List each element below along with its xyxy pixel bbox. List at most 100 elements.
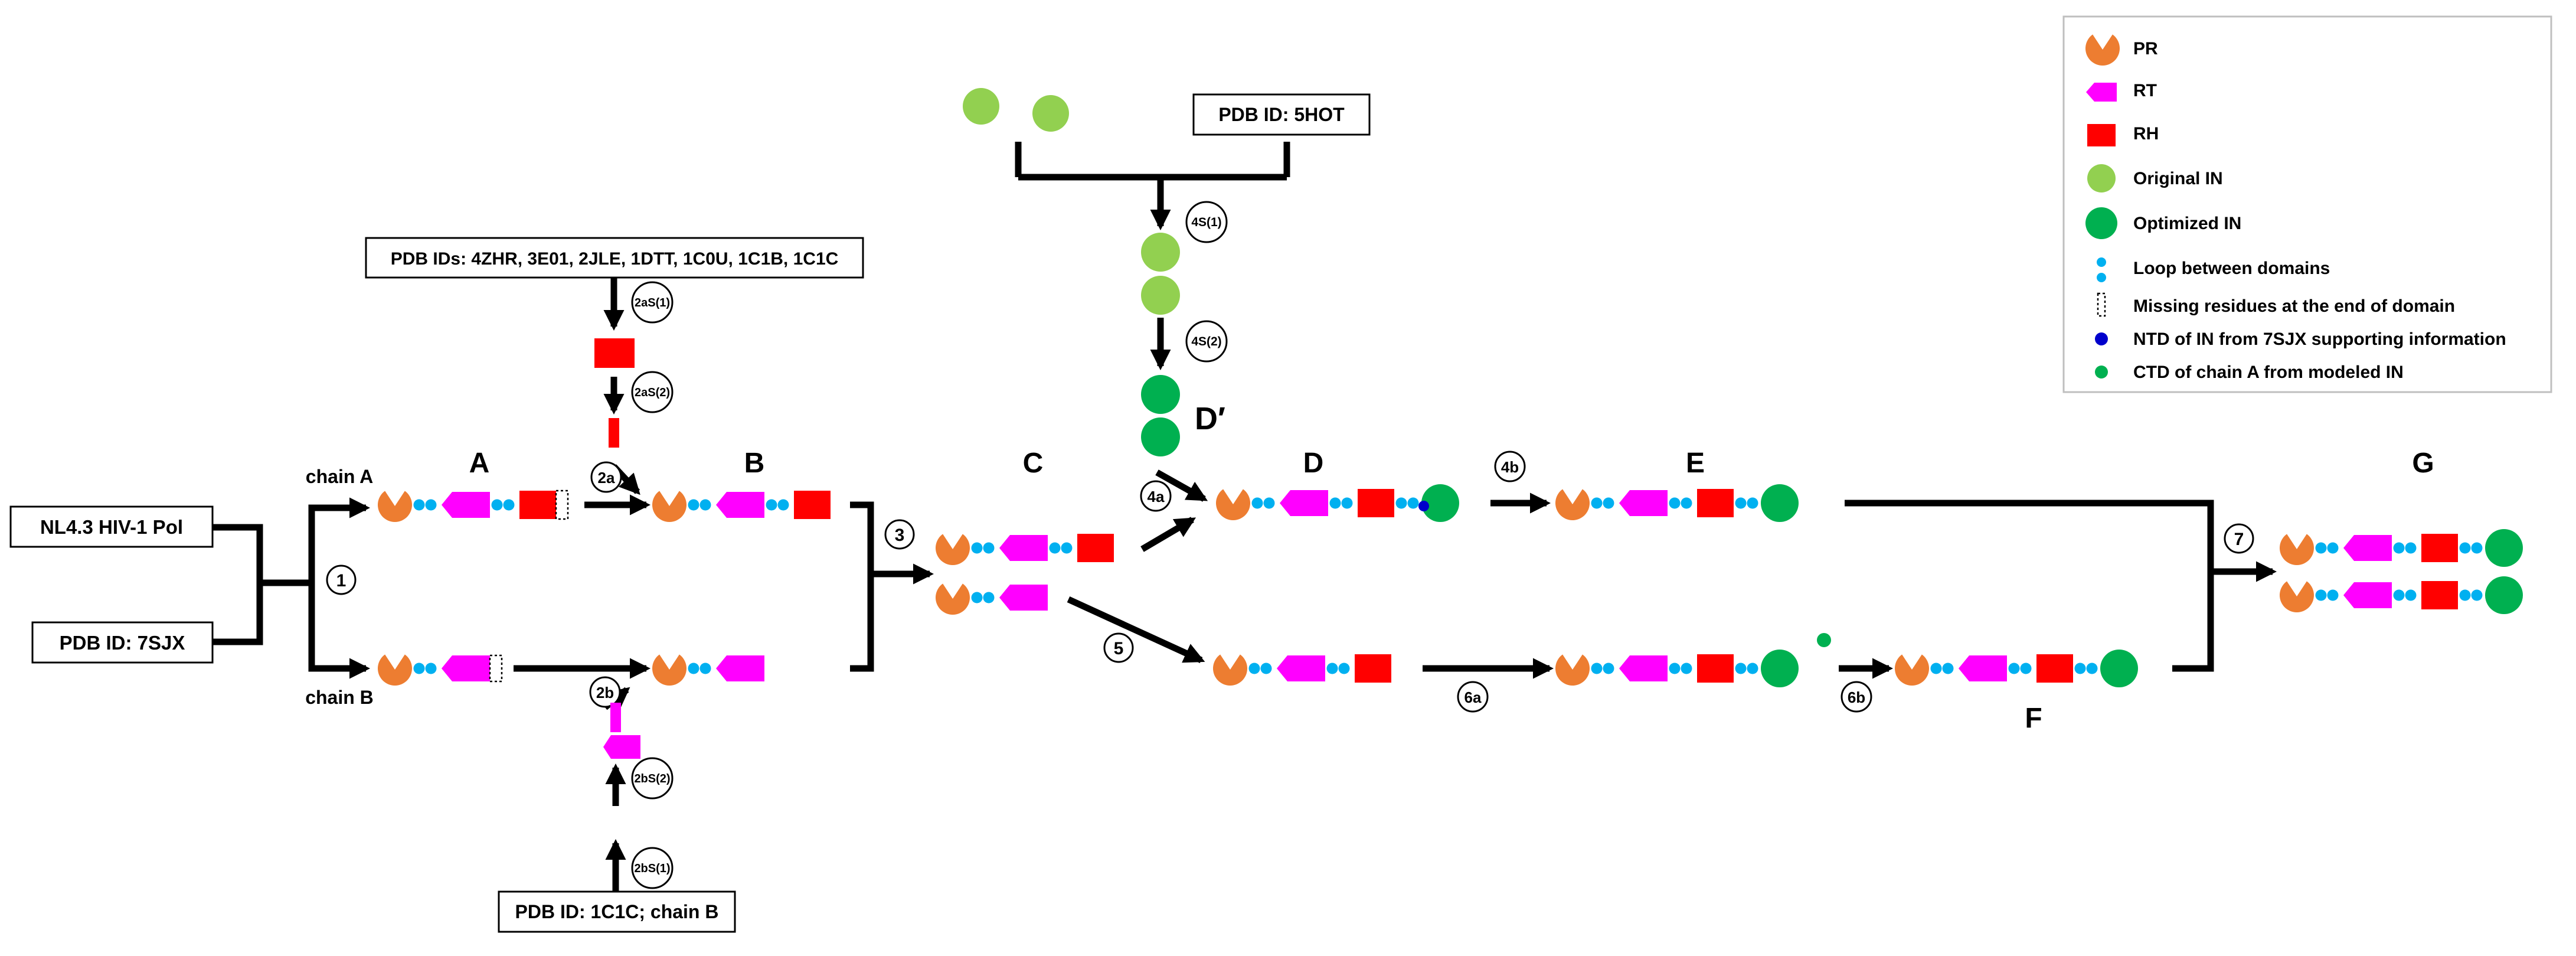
loop-dot xyxy=(971,542,983,554)
loop-dot xyxy=(2074,663,2086,674)
line-7sjx-to-split xyxy=(213,583,263,645)
step-2a: 2a xyxy=(590,461,622,493)
original-in-domain xyxy=(963,88,999,125)
loop-dot xyxy=(1248,663,1260,674)
rh-domain xyxy=(594,338,635,368)
pr-domain xyxy=(378,491,412,522)
legend-original-in-icon xyxy=(2087,164,2116,192)
legend-loop-icon xyxy=(2097,273,2106,282)
in-5hot-monomers xyxy=(963,88,1069,132)
svg-text:5: 5 xyxy=(1114,639,1124,658)
pr-domain xyxy=(1213,654,1247,686)
pr-domain xyxy=(2280,581,2314,612)
pr-domain xyxy=(378,654,412,686)
loop-dot xyxy=(983,592,995,603)
optimized-in-domain xyxy=(2485,576,2523,614)
legend-loop-icon xyxy=(2097,257,2106,267)
loop-dot xyxy=(1930,663,1942,674)
svg-text:6b: 6b xyxy=(1848,689,1865,706)
svg-text:6a: 6a xyxy=(1464,689,1482,706)
line-b-bottom xyxy=(850,574,874,672)
loop-dot xyxy=(971,592,983,603)
in-original-dimer xyxy=(1141,233,1180,315)
stage-g-label: G xyxy=(2412,448,2434,479)
chain-a-stage-e xyxy=(1555,484,1799,522)
pr-domain xyxy=(1555,489,1590,520)
loop-dot xyxy=(2459,589,2471,601)
loop-dot xyxy=(1049,542,1061,554)
rh-domain xyxy=(2421,581,2458,609)
loop-dot xyxy=(699,663,711,674)
loop-dot xyxy=(2459,542,2471,554)
step-5: 5 xyxy=(1103,632,1134,663)
loop-dot xyxy=(1061,542,1073,554)
optimized-in-domain xyxy=(2485,529,2523,567)
step-4a: 4a xyxy=(1140,480,1172,512)
chain-b-stage-5 xyxy=(1213,654,1391,686)
chain-a-label: chain A xyxy=(306,466,373,487)
loop-dot xyxy=(1735,663,1747,674)
legend-rh-icon xyxy=(2087,124,2116,146)
step-2as2: 2aS(2) xyxy=(631,371,674,413)
pdb-7sjx-box: PDB ID: 7SJX xyxy=(31,621,214,664)
legend-label-ntd: NTD of IN from 7SJX supporting informati… xyxy=(2133,329,2506,349)
svg-text:1: 1 xyxy=(336,571,346,590)
optimized-in-domain xyxy=(1421,484,1459,522)
step-2as1: 2aS(1) xyxy=(631,281,674,324)
loop-dot xyxy=(2327,589,2339,601)
loop-dot xyxy=(1669,663,1681,674)
loop-dot xyxy=(413,499,425,511)
original-in-domain xyxy=(1141,276,1180,315)
stage-c-label: C xyxy=(1023,448,1044,479)
optimized-in-domain xyxy=(1761,650,1799,687)
loop-dot xyxy=(1263,497,1275,509)
step-2b: 2b xyxy=(589,676,621,708)
svg-text:4b: 4b xyxy=(1501,458,1519,476)
rt-domain xyxy=(442,655,490,681)
legend-pr-icon xyxy=(2085,34,2120,66)
loop-dot xyxy=(413,663,425,674)
rh-pdb-box: PDB IDs: 4ZHR, 3E01, 2JLE, 1DTT, 1C0U, 1… xyxy=(365,237,864,279)
svg-text:2bS(1): 2bS(1) xyxy=(634,862,670,875)
stage-dprime-label: D′ xyxy=(1195,401,1225,436)
pr-domain xyxy=(2085,34,2120,66)
loop-dot xyxy=(688,663,699,674)
svg-text:7: 7 xyxy=(2234,530,2244,549)
rt-domain xyxy=(2343,582,2392,608)
chain-b-stage-f xyxy=(1894,650,2138,687)
loop-dot xyxy=(1603,663,1614,674)
chain-a-stage-d xyxy=(1216,484,1459,522)
loop-dot xyxy=(2020,663,2032,674)
missing-residues-box xyxy=(489,654,503,683)
legend: PR RT RH Original IN Optimized IN Loop b… xyxy=(2062,15,2552,393)
legend-label-pr: PR xyxy=(2133,39,2158,58)
svg-text:2aS(2): 2aS(2) xyxy=(635,386,670,399)
svg-text:4S(2): 4S(2) xyxy=(1191,335,1221,348)
rt-domain-shape xyxy=(603,735,640,759)
loop-dot xyxy=(2086,663,2098,674)
arrow-5 xyxy=(1067,596,1205,664)
rh-domain xyxy=(1355,654,1391,683)
loop-dot xyxy=(983,542,995,554)
rh-fragment xyxy=(594,338,635,448)
rt-domain xyxy=(1959,655,2007,681)
ntd-dot xyxy=(1418,501,1429,511)
legend-ctd-icon xyxy=(2095,366,2108,379)
rt-domain xyxy=(999,585,1048,611)
pdb-7sjx-label: PDB ID: 7SJX xyxy=(60,632,185,654)
step-4s1: 4S(1) xyxy=(1185,201,1228,243)
chain-b-stage-b xyxy=(652,654,764,686)
loop-dot xyxy=(1747,663,1758,674)
legend-frame xyxy=(2062,15,2552,393)
pdb-5hot-box: PDB ID: 5HOT xyxy=(1192,93,1371,136)
loop-dot xyxy=(491,499,503,511)
rt-domain xyxy=(1619,490,1668,516)
arrow-4a xyxy=(1140,517,1197,552)
pr-domain xyxy=(1894,654,1929,686)
legend-label-rt: RT xyxy=(2133,81,2157,100)
loop-dot xyxy=(2315,542,2327,554)
arrow-dprime-to-d xyxy=(1155,469,1208,502)
loop-dot xyxy=(2471,542,2483,554)
legend-label-loop: Loop between domains xyxy=(2133,259,2330,278)
optimized-in-domain xyxy=(1761,484,1799,522)
